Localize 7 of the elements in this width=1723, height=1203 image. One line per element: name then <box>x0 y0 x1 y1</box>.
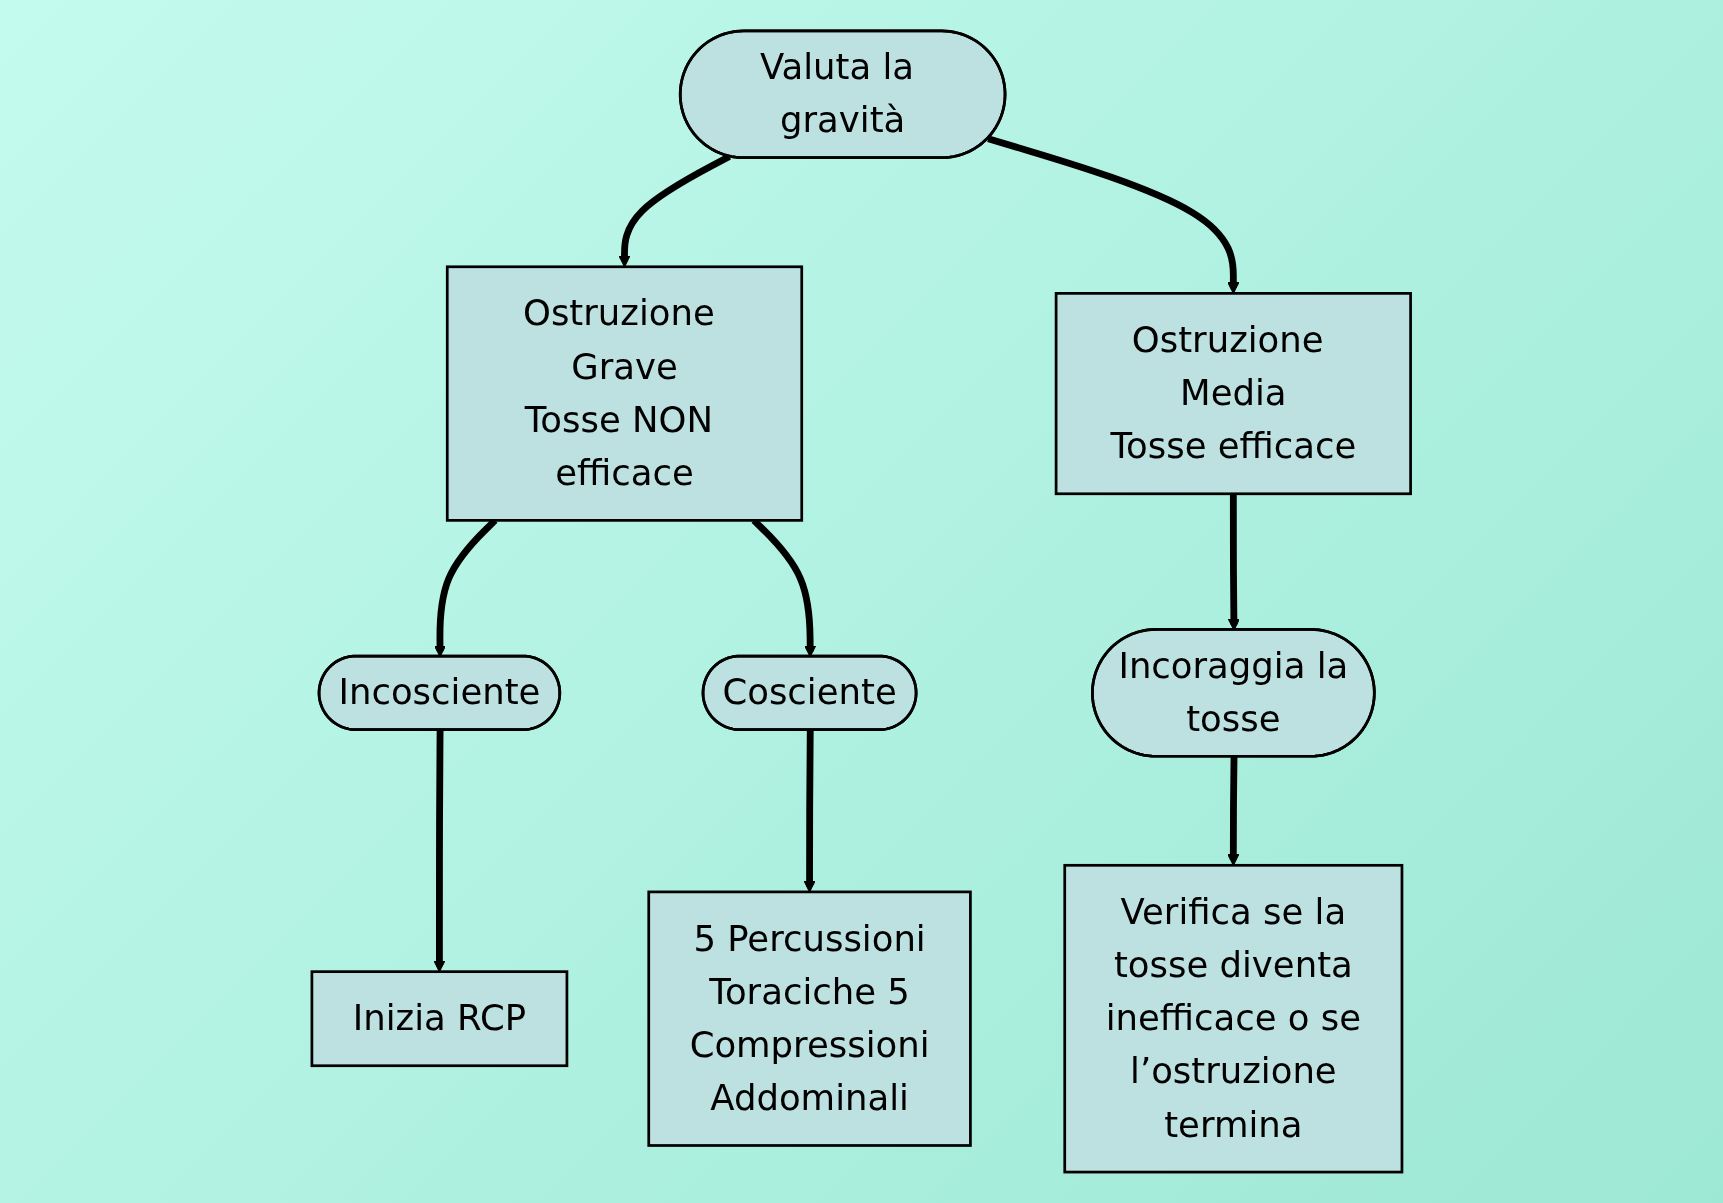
node-box: 5 Percussioni Toraciche 5 Compressioni Addominali <box>647 890 973 1147</box>
node-box: Ostruzione Media Tosse efficace <box>1055 292 1413 496</box>
arrow <box>1227 756 1240 866</box>
node-box: Inizia RCP <box>310 970 569 1068</box>
node-box: Verifica se la tosse diventa inefficace o se l’ostruzione termina <box>1063 863 1404 1174</box>
arrow <box>987 135 1240 294</box>
node-box: Ostruzione Grave Tosse NON efficace <box>446 265 804 522</box>
